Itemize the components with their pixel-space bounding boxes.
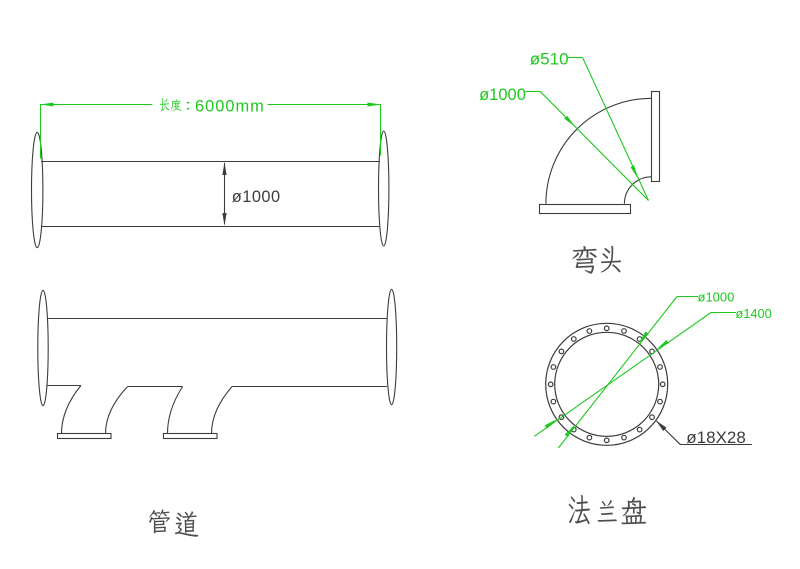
svg-text:ø510: ø510 bbox=[530, 50, 569, 69]
svg-text:ø1400: ø1400 bbox=[736, 306, 772, 321]
svg-text:ø1000: ø1000 bbox=[479, 86, 526, 104]
svg-text:ø1000: ø1000 bbox=[698, 290, 735, 305]
svg-text:ø18X28: ø18X28 bbox=[686, 428, 746, 447]
svg-text:ø1000: ø1000 bbox=[232, 188, 281, 206]
svg-text:6000mm: 6000mm bbox=[195, 98, 265, 116]
